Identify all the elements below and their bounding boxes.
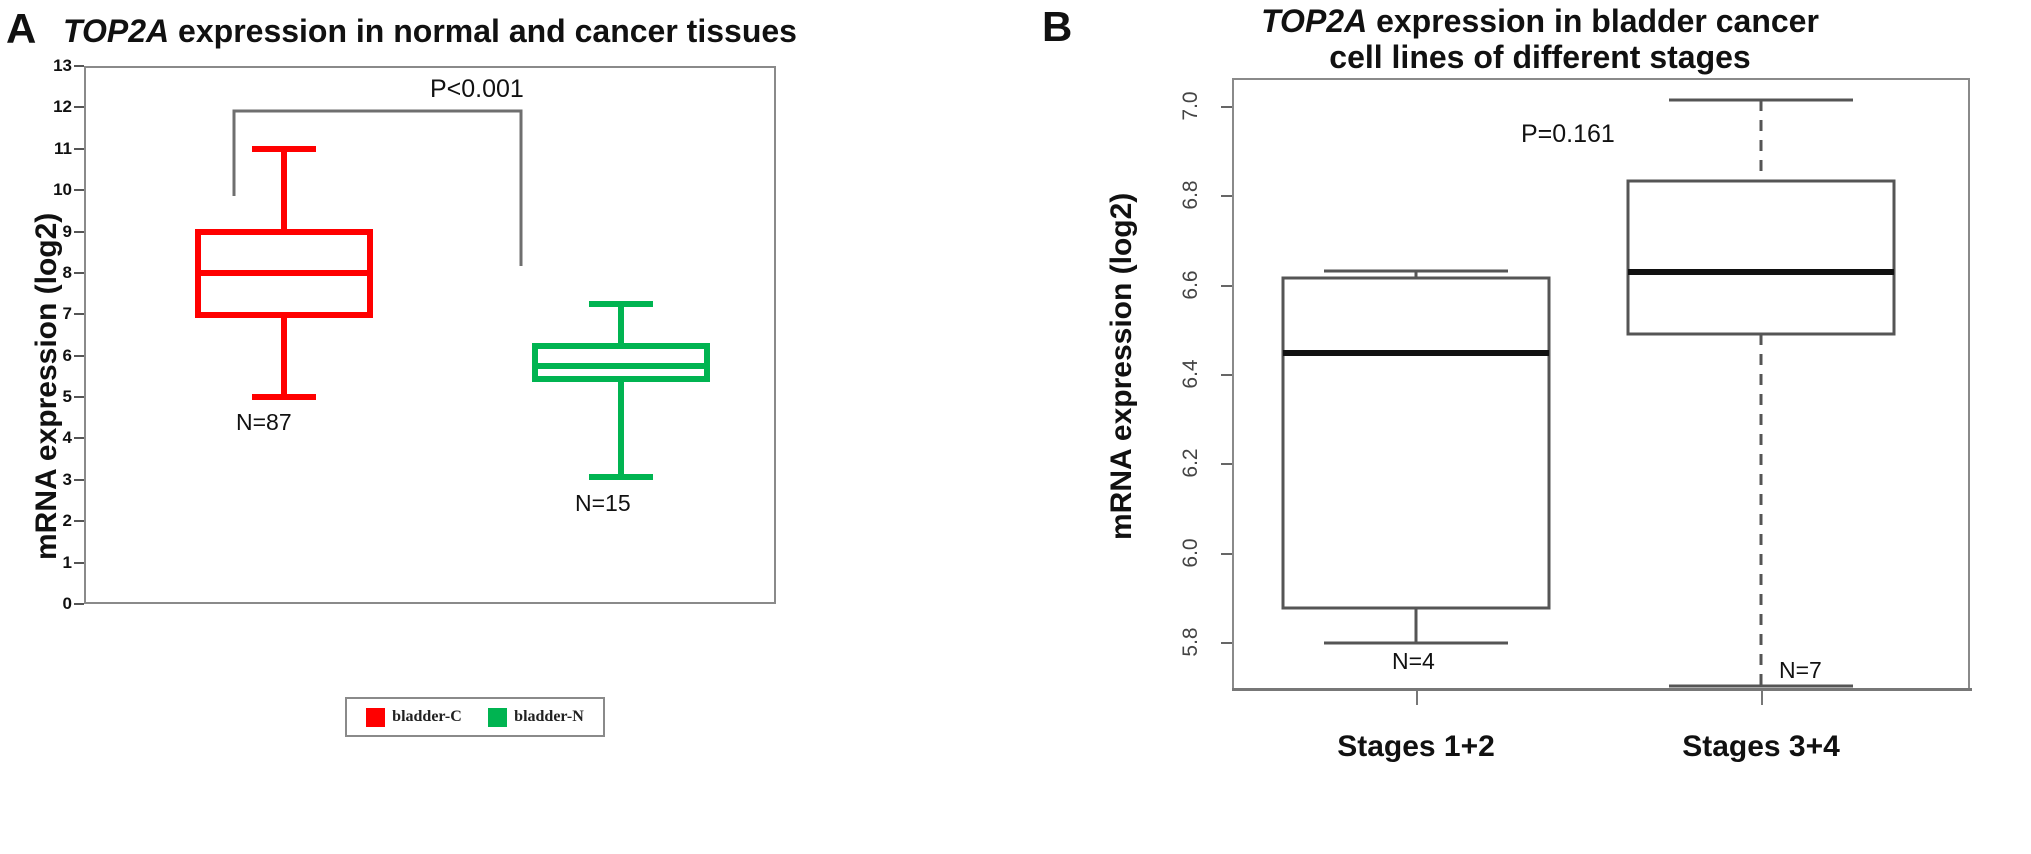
panel-a-y-tick [74,437,84,440]
panel-a-significance-bracket [232,109,523,266]
legend-swatch-bladder-c-icon [366,707,386,727]
panel-a-y-tick-label: 7 [62,304,72,324]
panel-a-y-tick-label: 1 [62,552,72,572]
panel-a-y-tick [74,106,84,109]
panel-a-y-tick [74,147,84,150]
panel-b-y-axis-title: mRNA expression (log2) [1105,192,1138,540]
panel-b-y-tick [1221,284,1232,287]
panel-a-y-tick-label: 4 [62,428,72,448]
panel-b-y-tick-label: 6.6 [1179,270,1202,300]
panel-a-y-tick-label: 6 [62,345,72,365]
panel-b-y-tick [1221,552,1232,555]
panel-b-y-tick-label: 5.8 [1179,627,1202,657]
legend-item-bladder-n: bladder-N [488,707,584,727]
boxplot-bladder-c [195,146,373,400]
panel-b-n-stage34: N=7 [1779,657,1822,683]
panel-a-letter: A [6,5,37,52]
panel-b-y-tick [1221,195,1232,198]
panel-b-y-tick [1221,105,1232,108]
legend-label-bladder-n: bladder-N [514,708,584,725]
panel-b-y-tick [1221,374,1232,377]
panel-a-y-tick [74,561,84,564]
panel-b-y-tick [1221,642,1232,645]
panel-a-y-tick [74,271,84,274]
panel-a-legend: bladder-C bladder-N [345,697,605,737]
panel-a-y-tick-label: 12 [53,97,72,117]
panel-a-n-cancer: N=87 [236,409,292,435]
boxplot-bladder-n [532,301,710,480]
panel-b-x-label-1: Stages 1+2 [1337,730,1495,763]
panel-a-y-tick [74,230,84,233]
panel-a-pvalue-label: P<0.001 [430,75,524,103]
panel-b-title-rest: expression in bladder cancer [1367,3,1819,39]
panel-b-x-tick [1416,691,1418,705]
panel-a-y-tick [74,520,84,523]
panel-a-y-tick [74,478,84,481]
panel-b-y-tick-label: 6.4 [1179,359,1202,389]
panel-b-y-tick-label: 6.8 [1179,180,1202,210]
panel-b-x-label-2: Stages 3+4 [1682,730,1840,763]
panel-a-y-tick-label: 11 [54,138,72,158]
panel-a-title-rest: expression in normal and cancer tissues [169,13,797,49]
panel-a-y-tick [74,396,84,399]
panel-b-x-axis-line [1232,688,1972,691]
panel-a-y-tick-label: 2 [62,511,72,531]
panel-a-y-tick-label: 0 [62,594,72,613]
panel-a-y-tick [74,65,84,67]
panel-a-y-tick-label: 5 [62,387,72,407]
panel-a-y-tick-label: 8 [62,262,72,282]
panel-a-y-tick [74,313,84,316]
panel-b-letter: B [1042,3,1073,50]
legend-label-bladder-c: bladder-C [392,708,462,725]
panel-a-y-tick-label: 3 [62,469,72,489]
panel-a-y-tick-label: 13 [53,56,72,75]
panel-b-y-tick [1221,463,1232,466]
panel-a-title-gene: TOP2A [63,13,170,49]
panel-a-y-tick-label: 10 [53,180,72,200]
panel-b-pvalue-label: P=0.161 [1521,120,1615,148]
panel-b-title: TOP2A expression in bladder cancer cell … [1110,3,1970,76]
panel-a-plot-frame [84,66,776,604]
boxplot-stages-3-4 [1626,98,1896,688]
panel-a-title: TOP2A expression in normal and cancer ti… [60,13,800,50]
panel-b-n-stage12: N=4 [1392,648,1435,674]
legend-item-bladder-c: bladder-C [366,707,462,727]
panel-b-y-tick-label: 6.0 [1179,538,1202,568]
panel-b-y-tick-label: 7.0 [1179,91,1202,121]
panel-a-y-tick [74,354,84,357]
panel-b-title-gene: TOP2A [1261,3,1368,39]
panel-a-n-normal: N=15 [575,490,631,516]
panel-a-y-tick [74,603,84,605]
panel-a-y-tick [74,189,84,192]
boxplot-stages-1-2 [1281,269,1551,645]
panel-a-y-axis-line [84,66,86,604]
legend-swatch-bladder-n-icon [488,707,508,727]
panel-b-y-tick-label: 6.2 [1179,448,1202,479]
panel-a-y-tick-label: 9 [62,221,72,241]
panel-b-x-tick [1761,691,1763,705]
panel-b-title-line2: cell lines of different stages [1329,38,1751,75]
